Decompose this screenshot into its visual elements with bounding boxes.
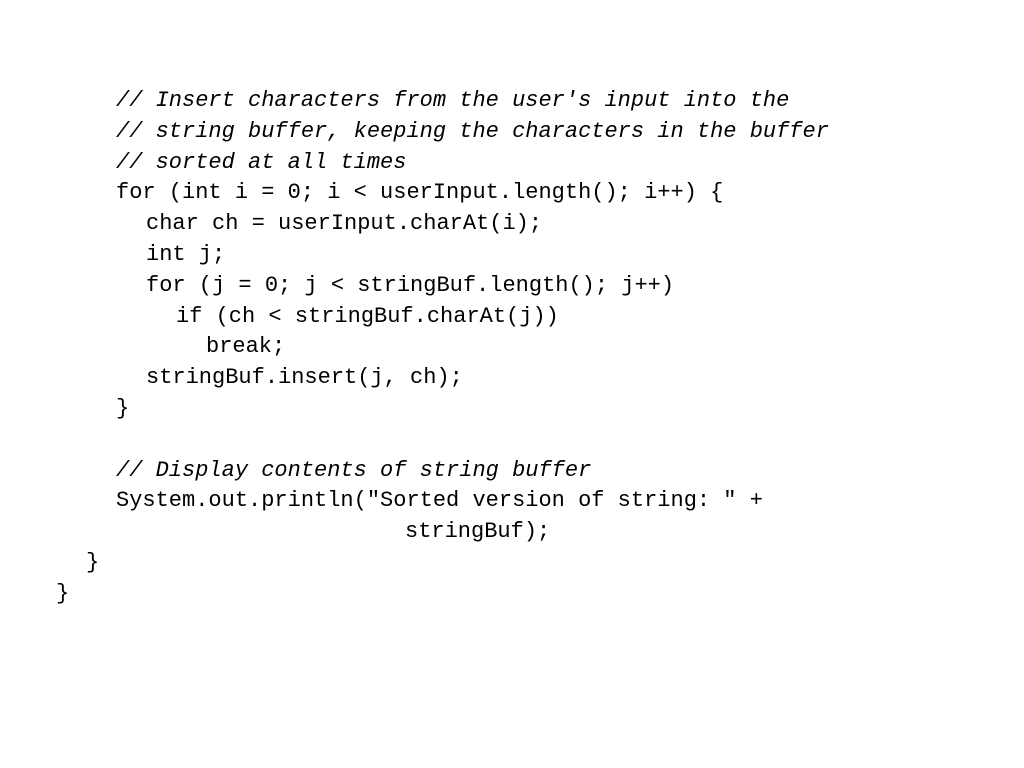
- code-line: break;: [206, 334, 286, 360]
- code-comment-line: // Display contents of string buffer: [116, 457, 592, 483]
- code-line: }: [86, 549, 100, 575]
- code-comment-line: // sorted at all times: [116, 149, 407, 175]
- code-line: int j;: [146, 241, 226, 267]
- code-listing: // Insert characters from the user's inp…: [0, 86, 1024, 610]
- blank-line: [0, 425, 1024, 456]
- code-line: stringBuf);: [405, 519, 551, 545]
- code-line: for (j = 0; j < stringBuf.length(); j++): [146, 272, 675, 298]
- code-line: if (ch < stringBuf.charAt(j)): [176, 303, 559, 329]
- code-line: stringBuf.insert(j, ch);: [146, 365, 463, 391]
- code-comment-line: // Insert characters from the user's inp…: [116, 88, 790, 113]
- code-line: }: [56, 580, 70, 606]
- code-line: for (int i = 0; i < userInput.length(); …: [116, 180, 724, 206]
- code-line: char ch = userInput.charAt(i);: [146, 211, 543, 237]
- code-comment-line: // string buffer, keeping the characters…: [116, 118, 829, 144]
- code-line: System.out.println("Sorted version of st…: [116, 488, 763, 514]
- code-line: }: [116, 395, 130, 421]
